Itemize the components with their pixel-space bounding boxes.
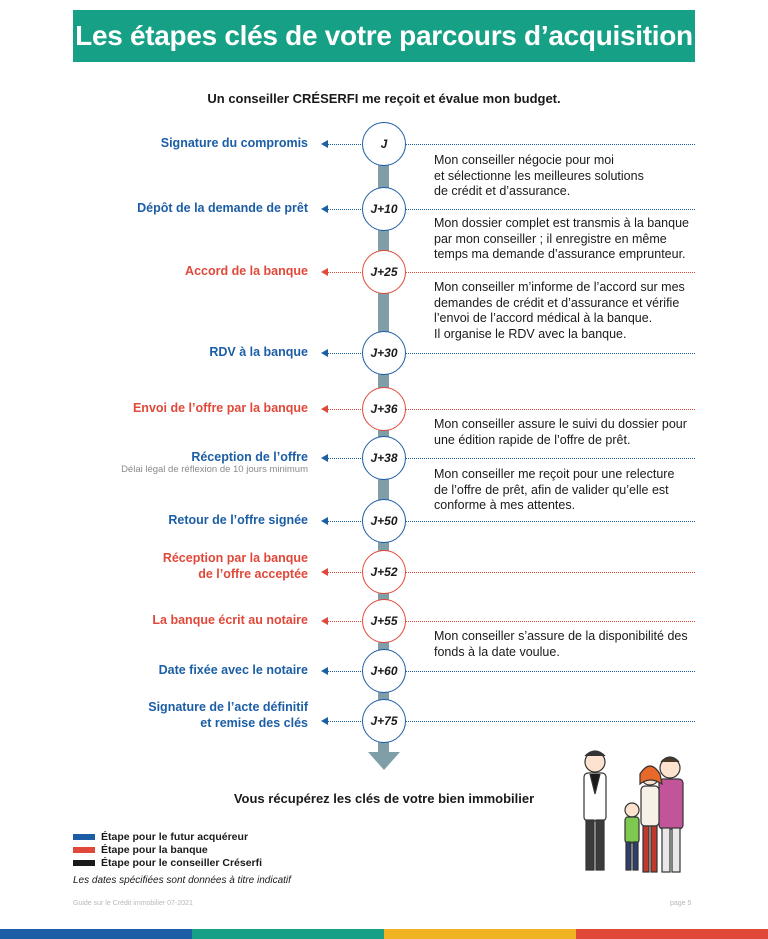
connector-right [404,521,695,522]
connector-right [404,144,695,145]
bottom-bar-segment [576,929,768,939]
connector-left [327,409,363,410]
legend-swatch [73,833,95,840]
step-day-badge: J+50 [362,499,406,543]
intro-text: Un conseiller CRÉSERFI me reçoit et éval… [207,91,561,106]
connector-left [327,458,363,459]
bottom-bar-segment [192,929,384,939]
arrow-left-icon [321,349,328,357]
advisor-note: Mon conseiller me reçoit pour une relect… [434,467,675,513]
connector-right [404,272,695,273]
bottom-bar-segment [0,929,192,939]
advisor-note: Mon conseiller s’assure de la disponibil… [434,629,688,659]
step-day-badge: J+55 [362,599,406,643]
bottom-bar-segment [384,929,576,939]
step-label: Signature du compromis [160,136,308,150]
step-day-badge: J+52 [362,550,406,594]
arrow-left-icon [321,517,328,525]
arrow-left-icon [321,454,328,462]
step-day-badge: J [362,122,406,166]
arrow-left-icon [321,268,328,276]
arrow-left-icon [321,205,328,213]
step-label: Date fixée avec le notaire [158,663,308,677]
step-label: Réception de l’offre [191,450,308,464]
page-number: page 5 [670,900,692,907]
family-illustration [583,750,684,873]
step-day-badge: J+60 [362,649,406,693]
legend-item-advisor: Étape pour le conseiller Créserfi [73,856,262,869]
advisor-note: Mon conseiller m’informe de l’accord sur… [434,280,685,341]
legend-item-bank: Étape pour la banque [73,843,262,856]
connector-left [327,144,363,145]
step-day-badge: J+10 [362,187,406,231]
step-label: Retour de l’offre signée [168,513,308,527]
step-label: Envoi de l’offre par la banque [132,401,308,415]
step-day-badge: J+38 [362,436,406,480]
step-label: RDV à la banque [209,345,308,359]
step-day-badge: J+30 [362,331,406,375]
connector-left [327,209,363,210]
legend-label: Étape pour le futur acquéreur [101,830,249,843]
connector-left [327,671,363,672]
connector-right [404,572,695,573]
connector-right [404,353,695,354]
connector-left [327,272,363,273]
timeline-arrow [368,752,400,770]
step-sublabel: Délai légal de réflexion de 10 jours min… [121,464,308,475]
arrow-left-icon [321,568,328,576]
arrow-left-icon [321,617,328,625]
final-text: Vous récupérez les clés de votre bien im… [233,791,535,806]
step-label: La banque écrit au notaire [152,613,308,627]
connector-left [327,353,363,354]
legend-label: Étape pour la banque [101,843,208,856]
connector-right [404,721,695,722]
connector-left [327,572,363,573]
arrow-left-icon [321,717,328,725]
connector-left [327,621,363,622]
arrow-left-icon [321,405,328,413]
connector-right [404,209,695,210]
connector-right [404,671,695,672]
connector-left [327,721,363,722]
arrow-left-icon [321,667,328,675]
step-label: Accord de la banque [185,264,308,278]
legend-label: Étape pour le conseiller Créserfi [101,856,263,869]
bottom-color-bar [0,929,768,939]
connector-left [327,521,363,522]
advisor-note: Mon dossier complet est transmis à la ba… [434,216,689,262]
legend-swatch [73,859,95,866]
step-day-badge: J+25 [362,250,406,294]
page-title: Les étapes clés de votre parcours d’acqu… [73,10,695,62]
advisor-note: Mon conseiller assure le suivi du dossie… [434,417,687,447]
footer-left: Guide sur le Crédit immobilier 07-2021 [73,900,193,907]
step-label: Dépôt de la demande de prêt [137,201,308,215]
legend: Étape pour le futur acquéreur Étape pour… [73,830,262,869]
step-day-badge: J+75 [362,699,406,743]
legend-note: Les dates spécifiées sont données à titr… [73,875,291,886]
legend-swatch [73,846,95,853]
arrow-left-icon [321,140,328,148]
step-day-badge: J+36 [362,387,406,431]
connector-right [404,621,695,622]
connector-right [404,458,695,459]
legend-item-buyer: Étape pour le futur acquéreur [73,830,262,843]
connector-right [404,409,695,410]
